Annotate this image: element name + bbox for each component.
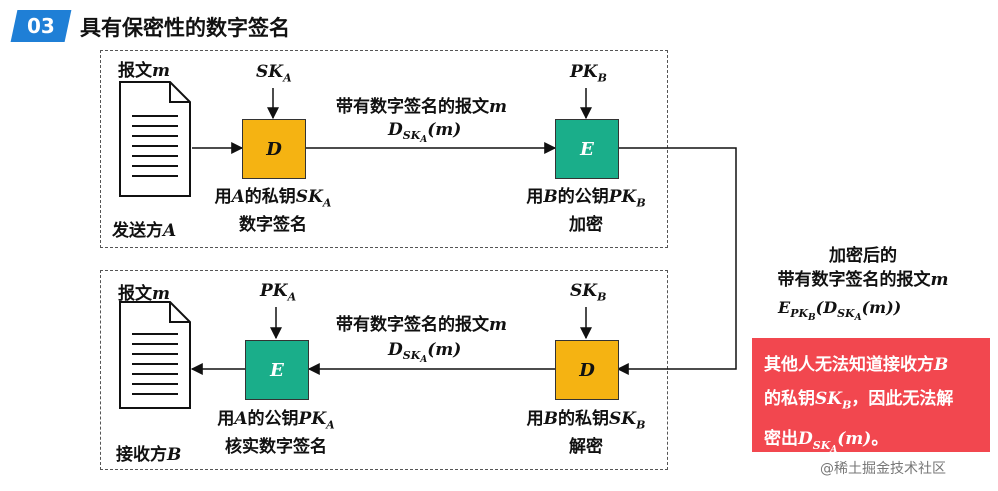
top-key-right: PKB [570, 62, 607, 85]
top-doc-label: 报文m [118, 61, 170, 81]
bottom-key-right: SKB [570, 281, 607, 304]
watermark: @稀土掘金技术社区 [820, 461, 946, 477]
top-box-decrypt: D [242, 119, 306, 179]
top-left-caption: 用A的私钥SKA 数字签名 [214, 187, 332, 236]
bottom-right-caption: 用B的私钥SKB 解密 [526, 409, 646, 458]
top-formula: DSKA(m) [388, 120, 462, 146]
top-key-left: SKA [256, 62, 292, 85]
sender-frame [100, 50, 668, 248]
sender-label: 发送方A [112, 221, 177, 241]
top-right-caption: 用B的公钥PKB 加密 [526, 187, 646, 236]
top-box-encrypt: E [555, 119, 619, 179]
receiver-label: 接收方B [116, 445, 182, 465]
document-icon-top [119, 81, 191, 197]
security-note: 其他人无法知道接收方B 的私钥SKB，因此无法解 密出DSKA(m)。 [752, 338, 990, 455]
bottom-formula: DSKA(m) [388, 340, 462, 366]
page-title: 具有保密性的数字签名 [80, 16, 290, 40]
bottom-box-decrypt: D [555, 340, 619, 400]
bottom-box-encrypt: E [245, 340, 309, 400]
encrypted-message-label: 加密后的 带有数字签名的报文m [777, 246, 949, 290]
bottom-key-left: PKA [260, 281, 297, 304]
connector-top-to-bottom [616, 147, 737, 375]
bottom-doc-label: 报文m [118, 284, 170, 304]
document-icon-bottom [119, 301, 191, 409]
top-arrow-text: 带有数字签名的报文m [336, 97, 507, 117]
bottom-left-caption: 用A的公钥PKA 核实数字签名 [217, 409, 335, 458]
encrypted-message-formula: EPKB(DSKA(m)) [778, 298, 902, 324]
receiver-frame [100, 270, 668, 470]
bottom-arrow-text: 带有数字签名的报文m [336, 315, 507, 335]
